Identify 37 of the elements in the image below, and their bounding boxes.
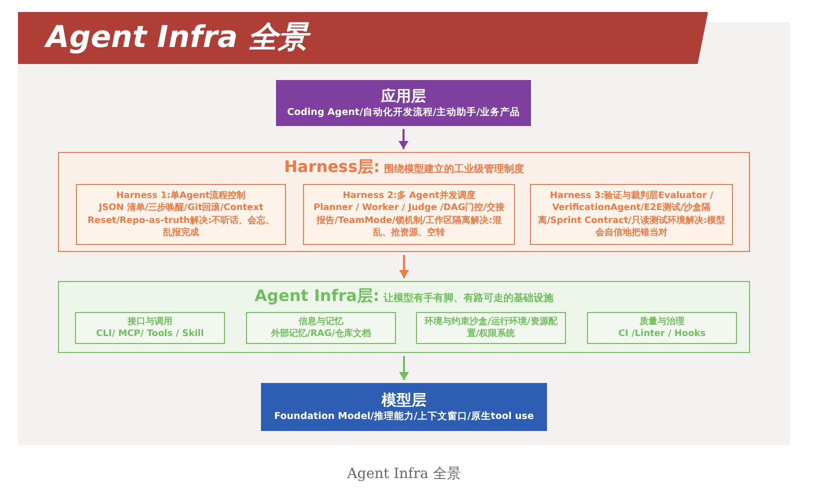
caption: Agent Infra 全景 — [346, 465, 462, 483]
layer-band — [58, 281, 750, 353]
layer-box — [276, 80, 531, 126]
component-title: 质量与治理 — [638, 316, 686, 328]
component-box — [76, 184, 286, 245]
component-title: Harness 3:验证与裁判层Evaluator / — [548, 190, 714, 202]
component-box — [303, 184, 515, 245]
component-description: VerificationAgent/E2E测试/沙盒隔离/Sprint Contract/只读测试环境解决:模型会自信地把错当对 — [537, 202, 726, 240]
component-box — [416, 312, 566, 344]
title-banner: Agent Infra 全景 — [18, 12, 708, 64]
layer-subtitle: 让模型有手有脚、有路可走的基础设施 — [383, 293, 554, 304]
component-description: 环境与约束沙盒/运行环境/资源配置/权限系统 — [423, 316, 558, 340]
layer-box — [261, 383, 547, 431]
component-description: Planner / Worker / Judge /DAG门控/交接报告/TeamMode/锁机制/工作区隔离解决:混乱、抢资源、空转 — [312, 202, 506, 240]
layer-title: 模型层 — [382, 390, 426, 410]
layer-title: Harness层: — [284, 157, 380, 176]
component-box — [530, 184, 733, 245]
component-description: CLI/ MCP/ Tools / Skill — [95, 328, 205, 340]
arrow — [398, 129, 408, 149]
arrow — [399, 356, 409, 380]
layer-description: Coding Agent/自动化开发流程/主动助手/业务产品 — [287, 106, 520, 120]
component-title: Harness 1:单Agent流程控制 — [115, 190, 247, 202]
component-description: 外部记忆/RAG/仓库文档 — [270, 328, 372, 340]
component-box — [75, 312, 225, 344]
component-box — [246, 312, 396, 344]
component-description: JSON 清单/三步唤醒/Git回滚/Context Reset/Repo-as-truth解决:不听话、会忘、乱报完成 — [86, 202, 276, 240]
layer-band — [58, 152, 750, 252]
component-title: Harness 2:多 Agent并发调度 — [342, 190, 476, 202]
component-title: 接口与调用 — [126, 316, 174, 328]
arrow — [399, 255, 409, 278]
layer-title: Agent Infra层: — [254, 286, 380, 305]
layer-subtitle: 围绕模型建立的工业级管理制度 — [384, 164, 524, 175]
layer-description: Foundation Model/推理能力/上下文窗口/原生tool use — [274, 410, 534, 424]
component-box — [587, 312, 737, 344]
component-description: CI /Linter / Hooks — [617, 328, 707, 340]
layer-title: 应用层 — [381, 86, 426, 106]
component-title: 信息与记忆 — [297, 316, 344, 328]
